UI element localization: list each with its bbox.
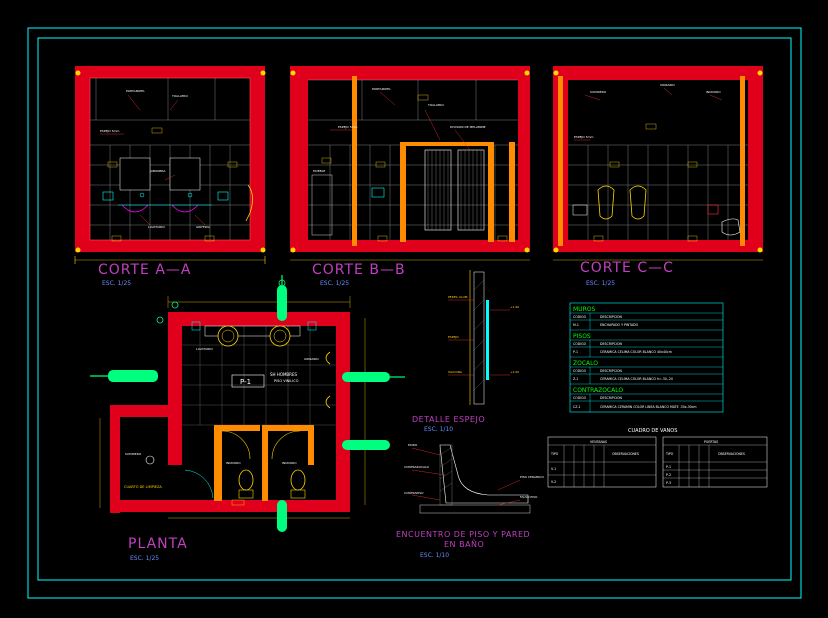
- finishes-col-desc-4: DESCRIPCION: [600, 396, 622, 400]
- openings-windows-col-type: TIPO: [550, 452, 559, 456]
- svg-text:JABONERA: JABONERA: [149, 169, 166, 173]
- detail-floor-wall-title2: EN BAÑO: [444, 539, 484, 549]
- finishes-code-floors: P-1: [573, 350, 578, 354]
- svg-text:CONTRAZOCALO: CONTRAZOCALO: [404, 465, 430, 469]
- detail-mirror-title: DETALLE ESPEJO: [412, 415, 485, 424]
- svg-text:TOALLERO: TOALLERO: [427, 103, 445, 107]
- openings-window-row-1: V-1: [551, 467, 556, 471]
- svg-text:PORTAPAPEL: PORTAPAPEL: [126, 89, 145, 93]
- section-b-title: CORTE B—B: [312, 262, 406, 278]
- svg-text:ESPEJO: ESPEJO: [448, 335, 459, 339]
- detail-mirror-scale: ESC. 1/10: [424, 426, 453, 433]
- section-c-scale: ESC. 1/25: [586, 280, 615, 287]
- svg-text:GRIFERIA: GRIFERIA: [196, 225, 211, 229]
- floor-plan: P-1 SH HOMBRES PISO VINILICO CUARTO DE L…: [90, 275, 405, 562]
- plan-cleaning-room: CUARTO DE LIMPIEZA: [124, 485, 162, 489]
- finishes-col-desc-3: DESCRIPCION: [600, 369, 622, 373]
- detail-floor-wall: MURO CONTRAZOCALO CONTRAPISO PISO CERAMI…: [396, 443, 544, 559]
- svg-text:INODORO: INODORO: [282, 461, 297, 465]
- svg-text:INODORO: INODORO: [706, 90, 721, 94]
- svg-text:INODORO: INODORO: [226, 461, 241, 465]
- svg-text:PISO CERAMICO: PISO CERAMICO: [520, 475, 544, 479]
- openings-doors-heading: PUERTAS: [704, 440, 718, 444]
- section-c-title: CORTE C—C: [580, 260, 674, 276]
- openings-title: CUADRO DE VANOS: [628, 428, 677, 434]
- finishes-heading-baseboard: CONTRAZOCALO: [573, 387, 623, 394]
- finishes-heading-floors: PISOS: [573, 333, 591, 340]
- detail-mirror: PERFIL ALUM. ESPEJO SILICONA +1.90 +1.00…: [412, 270, 519, 433]
- outer-frame: [27, 27, 802, 599]
- svg-text:URINARIO: URINARIO: [304, 357, 319, 361]
- finishes-col-code-4: CODIGO: [573, 396, 587, 400]
- svg-text:LAVATORIO: LAVATORIO: [196, 347, 213, 351]
- svg-text:SUMIDERO: SUMIDERO: [590, 90, 607, 94]
- finishes-code-baseboard: CZ-1: [573, 405, 581, 409]
- openings-table: CUADRO DE VANOS VENTANAS TIPO OBSERVACIO…: [547, 428, 768, 488]
- svg-text:ESPEJO 5mm: ESPEJO 5mm: [100, 129, 120, 133]
- svg-text:DIVISION DE MELAMINE: DIVISION DE MELAMINE: [450, 125, 486, 129]
- finishes-heading-skirting: ZOCALO: [573, 360, 598, 367]
- openings-window-row-2: V-2: [551, 480, 556, 484]
- plan-title: PLANTA: [128, 536, 188, 552]
- finishes-desc-floors: CERAMICA CELIMA COLOR BLANCO 40x40cm: [600, 350, 672, 354]
- svg-text:MURO: MURO: [408, 443, 418, 447]
- svg-text:ESPEJO 5mm: ESPEJO 5mm: [338, 125, 358, 129]
- inner-frame: [37, 37, 792, 581]
- section-a-title: CORTE A—A: [98, 262, 192, 278]
- section-a-a: PORTAPAPEL TOALLERO ESPEJO 5mm JABONERA …: [74, 66, 266, 287]
- openings-windows-col-obs: OBSERVACIONES: [612, 452, 639, 456]
- svg-text:SUMIDERO: SUMIDERO: [125, 452, 142, 456]
- openings-doors-col-obs: OBSERVACIONES: [718, 452, 745, 456]
- svg-text:URINARIO: URINARIO: [660, 83, 675, 87]
- openings-door-row-2: P-2: [666, 473, 671, 477]
- openings-windows-heading: VENTANAS: [590, 440, 607, 444]
- svg-text:ESPEJO 5mm: ESPEJO 5mm: [574, 135, 594, 139]
- svg-text:PORTAPAPEL: PORTAPAPEL: [372, 87, 391, 91]
- plan-scale: ESC. 1/25: [130, 555, 159, 562]
- section-b-scale: ESC. 1/25: [320, 280, 349, 287]
- plan-room-tag: P-1: [240, 378, 251, 386]
- openings-doors-col-type: TIPO: [665, 452, 674, 456]
- section-b-b: PORTAPAPEL TOALLERO ESPEJO 5mm DIVISION …: [290, 66, 530, 287]
- finishes-table: MUROS CODIGO DESCRIPCION M-1 ENCHAPADO Y…: [569, 302, 724, 413]
- svg-text:FALSO PISO: FALSO PISO: [520, 495, 538, 499]
- detail-floor-wall-scale: ESC. 1/10: [420, 552, 449, 559]
- finishes-col-code-3: CODIGO: [573, 369, 587, 373]
- svg-text:MUEBLE: MUEBLE: [313, 169, 325, 173]
- finishes-code-skirting: Z-1: [573, 377, 578, 381]
- svg-text:PERFIL ALUM.: PERFIL ALUM.: [448, 295, 468, 299]
- finishes-desc-skirting: CERAMICA CELIMA COLOR BLANCO h=.30-.20: [600, 377, 673, 381]
- section-c-c: SUMIDERO URINARIO INODORO ESPEJO 5mm COR…: [553, 66, 763, 287]
- finishes-desc-baseboard: CERAMICA CERAMIN COLOR LINEA BLANCO MATE…: [600, 405, 697, 409]
- finishes-col-code-2: CODIGO: [573, 342, 587, 346]
- svg-text:CONTRAPISO: CONTRAPISO: [404, 491, 424, 495]
- plan-note2: PISO VINILICO: [274, 379, 299, 383]
- svg-text:SILICONA: SILICONA: [448, 370, 463, 374]
- svg-text:TOALLERO: TOALLERO: [171, 94, 189, 98]
- plan-note: SH HOMBRES: [270, 372, 297, 377]
- finishes-heading-walls: MUROS: [573, 306, 595, 313]
- svg-text:+1.90: +1.90: [510, 305, 519, 309]
- svg-text:+1.00: +1.00: [510, 370, 519, 374]
- openings-door-row-3: P-3: [666, 481, 671, 485]
- finishes-col-code: CODIGO: [573, 315, 587, 319]
- finishes-col-desc-2: DESCRIPCION: [600, 342, 622, 346]
- svg-text:LAVATORIO: LAVATORIO: [148, 225, 165, 229]
- openings-door-row-1: P-1: [666, 465, 671, 469]
- finishes-desc-walls: ENCHAPADO Y PINTADO: [600, 323, 639, 327]
- finishes-code-walls: M-1: [573, 323, 579, 327]
- finishes-col-desc: DESCRIPCION: [600, 315, 622, 319]
- detail-floor-wall-title: ENCUENTRO DE PISO Y PARED: [396, 530, 530, 539]
- section-a-scale: ESC. 1/25: [102, 280, 131, 287]
